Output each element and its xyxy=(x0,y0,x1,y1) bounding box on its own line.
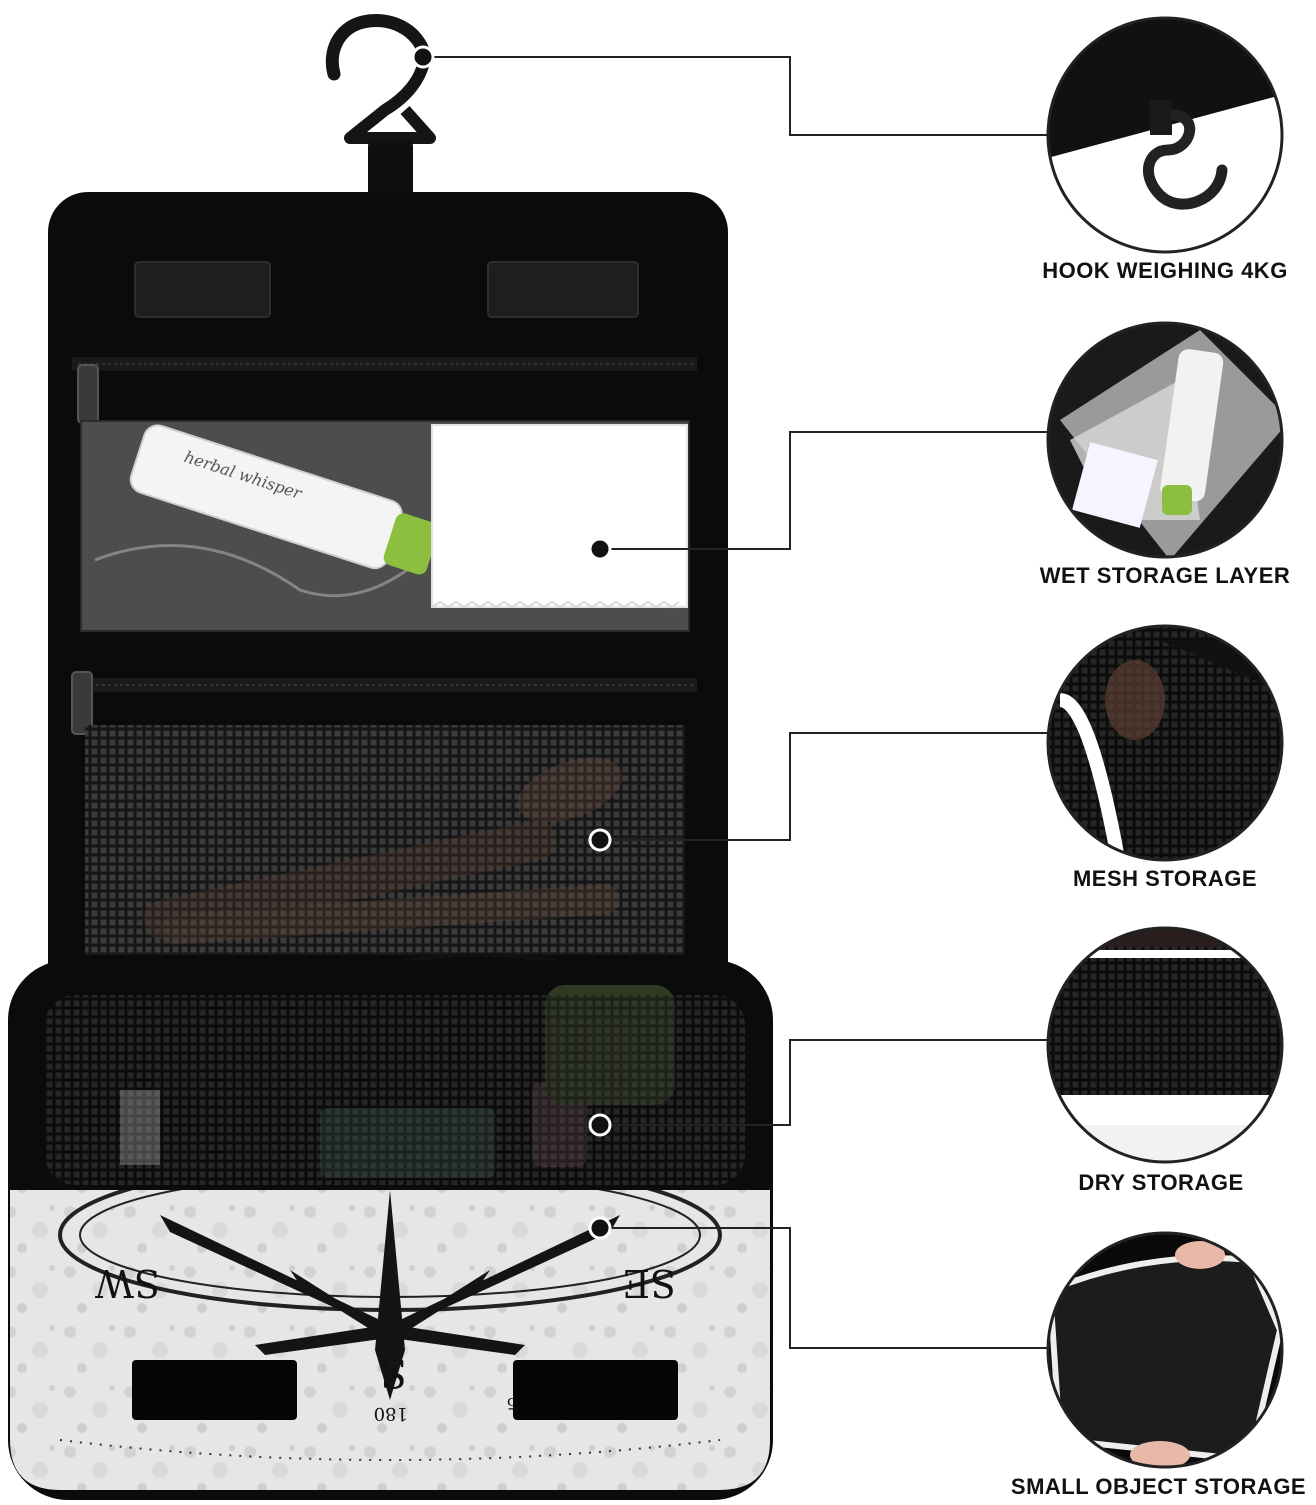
velcro-patch-right xyxy=(487,261,639,318)
label-wet-storage-layer: WET STORAGE LAYER xyxy=(1039,563,1291,588)
compass-degree-180: 180 xyxy=(374,1403,408,1424)
zipper-pull-top xyxy=(77,364,99,424)
compass-label-s: S xyxy=(380,1349,407,1395)
hook-icon xyxy=(1046,16,1284,254)
velcro-patch-bottom-right xyxy=(513,1360,678,1420)
leader-small xyxy=(600,1227,1048,1349)
open-compartment-icon xyxy=(1046,1231,1284,1469)
leader-dots xyxy=(411,45,612,1240)
compass-label-se: SE xyxy=(622,1261,676,1305)
velcro-patch-left xyxy=(134,261,271,318)
label-small-object-storage: SMALL OBJECT STORAGE xyxy=(1010,1474,1307,1499)
hanging-hook xyxy=(325,14,432,81)
mesh-pocket-icon xyxy=(1046,624,1284,862)
zipper-pull-middle xyxy=(71,671,93,735)
compass-rose xyxy=(160,1190,620,1400)
lotion-tube: herbal whisper xyxy=(129,424,439,575)
cleaning-cloth xyxy=(431,424,688,608)
label-mesh-storage: MESH STORAGE xyxy=(1072,866,1258,891)
label-hook-weighing: HOOK WEIGHING 4KG xyxy=(1042,258,1288,283)
label-dry-storage: DRY STORAGE xyxy=(1078,1170,1244,1195)
clear-pocket-icon xyxy=(1046,321,1284,559)
toiletry-bag: herbal whisper xyxy=(8,14,773,1500)
compass-label-sw: SW xyxy=(95,1261,160,1305)
compass-print-panel: SW S SE 180 165 xyxy=(10,1190,770,1490)
leader-mesh xyxy=(600,732,1048,841)
leader-wet xyxy=(600,431,1048,550)
leader-hook xyxy=(423,56,1048,136)
leader-lines xyxy=(423,56,1048,1349)
dry-pocket-icon xyxy=(1046,926,1284,1164)
leader-dry xyxy=(600,1039,1048,1126)
velcro-patch-bottom-left xyxy=(132,1360,297,1420)
hook-shank xyxy=(344,54,436,144)
